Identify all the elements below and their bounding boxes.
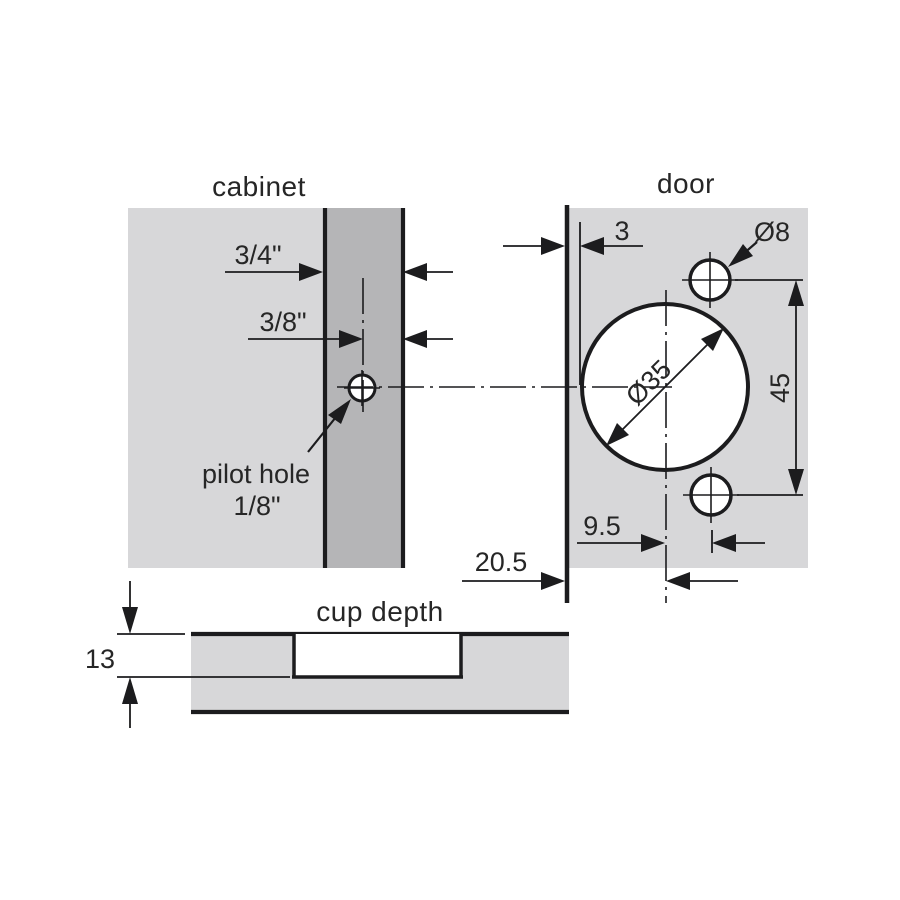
cup-recess — [294, 634, 461, 677]
centerlines — [337, 252, 739, 603]
pilot-hole-label: pilot hole — [202, 459, 310, 489]
dim-cabinet-thickness — [225, 263, 453, 281]
arrowhead-right — [541, 572, 565, 590]
arrowhead-down-left — [606, 423, 629, 446]
arrowhead-up-right — [701, 328, 724, 351]
arrowhead-right — [641, 534, 665, 552]
arrowhead-left — [403, 330, 427, 348]
dim-label-screw-spacing: 45 — [765, 373, 795, 403]
arrowhead-right — [299, 263, 323, 281]
arrowhead-up-right — [328, 399, 351, 424]
dim-label-cup-setback: 20.5 — [475, 547, 528, 577]
cabinet-title: cabinet — [212, 171, 306, 202]
cabinet-panel-face — [128, 208, 325, 568]
dim-screw-offset — [577, 530, 765, 553]
pilot-hole-size-label: 1/8" — [233, 491, 280, 521]
dim-cup-setback — [462, 572, 738, 590]
dim-label-cup-depth: 13 — [85, 644, 115, 674]
arrowhead-left — [580, 237, 604, 255]
dim-label-edge-clearance: 3 — [614, 216, 629, 246]
arrowhead-left — [712, 534, 736, 552]
arrowhead-down — [788, 469, 804, 495]
screw-diameter-leader — [728, 241, 758, 267]
arrowhead-up — [788, 280, 804, 306]
door-title: door — [657, 168, 715, 199]
dim-label-screw-diameter: Ø8 — [754, 217, 790, 247]
dim-label-pilot-setback: 3/8" — [259, 307, 306, 337]
dim-pilot-setback — [248, 330, 453, 348]
arrowhead-left — [666, 572, 690, 590]
arrowhead-right — [541, 237, 565, 255]
arrowhead-up — [122, 677, 138, 704]
dim-label-cabinet-thickness: 3/4" — [234, 240, 281, 270]
cup-depth-title: cup depth — [316, 596, 444, 627]
cup-depth-panel — [191, 631, 569, 715]
dim-edge-clearance — [503, 222, 643, 385]
arrowhead-down — [122, 607, 138, 634]
pilot-hole-leader — [307, 399, 351, 453]
dim-screw-spacing — [735, 279, 804, 496]
arrowhead-down-left — [728, 244, 753, 267]
arrowhead-left — [403, 263, 427, 281]
dim-cup-depth — [117, 581, 290, 728]
arrowhead-right — [339, 330, 363, 348]
dim-label-screw-offset: 9.5 — [583, 511, 621, 541]
